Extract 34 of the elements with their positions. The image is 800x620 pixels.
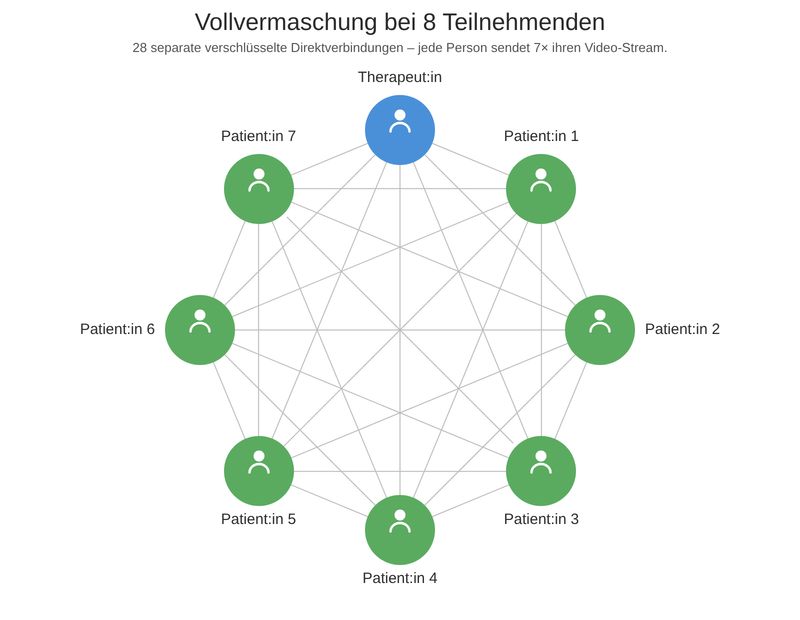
node-label: Patient:in 6 <box>80 321 155 339</box>
node-label: Patient:in 5 <box>221 511 296 530</box>
connection-line <box>432 484 510 518</box>
diagram-title: Vollvermaschung bei 8 Teilnehmenden <box>194 9 606 37</box>
node-label: Patient:in 3 <box>504 511 579 530</box>
node-label: Patient:in 7 <box>221 128 296 146</box>
connection-line <box>212 362 246 440</box>
connection-line <box>212 220 246 298</box>
connection-line <box>424 154 576 306</box>
connection-line <box>258 223 260 437</box>
connection-line <box>290 342 568 459</box>
connection-line <box>540 223 542 437</box>
node-label: Patient:in 1 <box>504 128 579 146</box>
connection-line <box>271 162 388 440</box>
connection-line <box>290 484 368 518</box>
connection-line <box>293 470 507 472</box>
node-label: Therapeut:in <box>358 69 442 87</box>
connection-line <box>224 354 376 506</box>
connection-line <box>290 142 368 176</box>
connection-line <box>412 162 529 440</box>
connection-line <box>412 220 529 498</box>
connection-line <box>554 362 588 440</box>
node-label: Patient:in 4 <box>362 570 438 588</box>
connection-line <box>224 154 376 306</box>
connection-line <box>424 354 576 506</box>
connection-line <box>293 188 507 190</box>
connection-line <box>232 342 510 459</box>
node-label: Patient:in 2 <box>645 321 720 339</box>
connection-line <box>271 220 388 498</box>
diagram-subtitle: 28 separate verschlüsselte Direktverbindungen – jede Person sendet 7× ihren Video-Stream. <box>132 40 668 56</box>
connection-line <box>432 142 510 176</box>
connection-line <box>290 201 568 318</box>
connection-line <box>554 220 588 298</box>
connection-line <box>232 201 510 318</box>
